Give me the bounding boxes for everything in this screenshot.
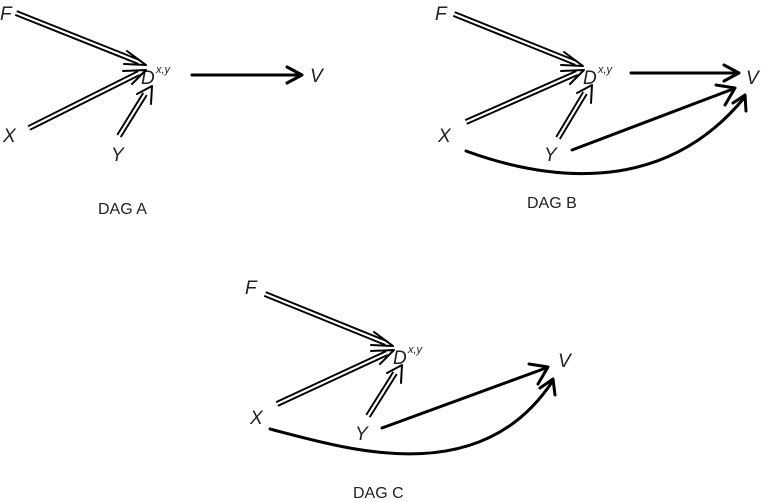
dag-a-node-y: Y — [111, 145, 125, 166]
dag-c-edge-x-v — [268, 377, 557, 456]
dag-c-node-d-superscript: x,y — [407, 344, 424, 356]
dag-b-edge-y-v — [570, 83, 737, 152]
dag-b-edge-y-d — [555, 84, 593, 140]
dag-b-node-d: D — [583, 68, 597, 89]
dag-b-edge-x-d — [464, 69, 585, 125]
dag-a-node-d-superscript: x,y — [155, 64, 172, 76]
dag-b-node-d-superscript: x,y — [597, 64, 614, 76]
dag-b-node-f: F — [435, 4, 448, 25]
dag-a: F X Y D x,y V DAG A — [0, 4, 325, 218]
dag-c-node-f: F — [245, 278, 258, 299]
dag-a-edge-x-d — [27, 69, 147, 131]
dag-c-edge-x-d — [275, 349, 395, 407]
dag-a-node-d: D — [141, 68, 155, 89]
dag-a-edge-d-v — [190, 65, 304, 85]
dag-c-node-v: V — [558, 351, 573, 372]
dag-b-node-y: Y — [544, 145, 558, 166]
dag-a-node-v: V — [310, 66, 325, 87]
dag-b-edge-x-v — [464, 93, 748, 176]
dag-c-edge-f-d — [263, 291, 394, 347]
dag-a-node-f: F — [0, 4, 13, 25]
dag-c-caption: DAG C — [353, 485, 404, 502]
dag-a-edge-y-d — [116, 85, 153, 138]
dag-c-node-y: Y — [355, 424, 369, 445]
dag-c-edge-y-v — [380, 362, 550, 430]
dag-b-node-x: X — [437, 126, 452, 147]
dag-a-edge-f-d — [14, 10, 147, 66]
dag-b-edge-d-v — [629, 63, 741, 83]
dag-c-node-x: X — [249, 408, 264, 429]
dag-a-caption: DAG A — [98, 201, 147, 218]
dag-c-edge-y-d — [365, 364, 403, 418]
dag-b: F X Y D x,y V — [435, 4, 761, 212]
dag-c-node-d: D — [393, 348, 407, 369]
dag-b-caption: DAG B — [527, 195, 577, 212]
dag-b-node-v: V — [746, 68, 761, 89]
dag-b-edge-f-d — [452, 11, 584, 67]
dag-c: F X Y D x,y V — [245, 278, 573, 502]
dag-a-node-x: X — [2, 126, 17, 147]
